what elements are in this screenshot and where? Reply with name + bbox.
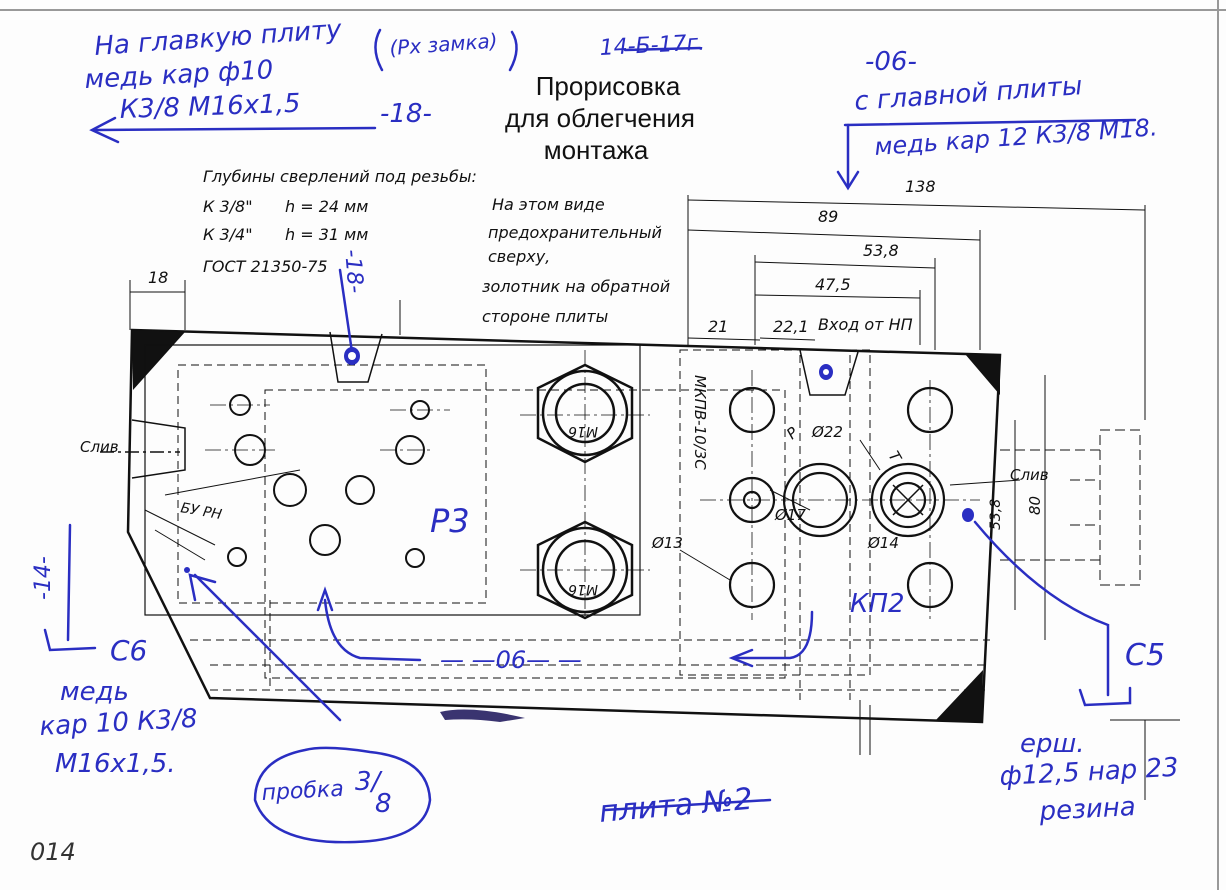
note-bottom-k38: кар 10 К3/8	[39, 704, 198, 742]
drill-depth-notes: Глубины сверлений под резьбы: К 3/8" h =…	[203, 167, 477, 276]
view-note-2: предохранительный	[488, 223, 662, 242]
plug-top-label: М16	[568, 423, 598, 439]
top-ports	[329, 331, 859, 396]
dimension-texts: 138 89 53,8 47,5 21 22,1 Вход от НП 18 Ø…	[80, 177, 1049, 552]
p-label: Р	[783, 423, 802, 443]
title-line-1: Прорисовка	[536, 71, 681, 101]
hidden-lines-left	[177, 349, 990, 700]
dim-18: 18	[148, 268, 168, 287]
code-14: -14-	[31, 556, 56, 600]
corner-number: 014	[30, 838, 76, 866]
title-line-3: монтажа	[544, 135, 649, 165]
title-line-2: для облегчения	[505, 103, 695, 133]
code-06-bottom: — —06— —	[440, 646, 582, 674]
port-marks	[184, 347, 974, 573]
plate-outline	[126, 328, 1002, 724]
dim-phi14: Ø14	[867, 534, 899, 552]
scan-smudge	[440, 709, 525, 722]
code-18-vertical: -18-	[339, 248, 368, 294]
port-c5: C5	[1125, 638, 1165, 673]
note-pilot-lock: (Pх замка)	[389, 28, 499, 59]
dim-22-1: 22,1	[773, 317, 809, 336]
date-label: 14-Б-17г.	[599, 31, 706, 61]
bu-ph-label: БУ РН	[179, 500, 223, 523]
view-note-4: золотник на обратной	[482, 277, 670, 296]
inlet-label: Вход от НП	[818, 315, 913, 334]
dimension-lines	[129, 195, 1180, 800]
note-bottom-m16: М16х1,5.	[55, 749, 176, 779]
dim-phi17: Ø17	[774, 506, 806, 524]
right-external	[1000, 429, 1141, 586]
code-06-top: -06-	[865, 47, 917, 77]
center-lines	[205, 350, 980, 620]
plug-bottom-label: М16	[568, 581, 598, 597]
note-copper-bottom: медь	[60, 677, 129, 707]
note-from-main-plate: с главной плиты	[853, 71, 1083, 117]
sliv-left: Слив	[80, 438, 119, 456]
dim-80: 80	[1026, 496, 1044, 515]
drain-port-left	[100, 419, 186, 479]
dim-47-5: 47,5	[815, 275, 851, 294]
dim-phi13: Ø13	[651, 534, 683, 552]
dim-89: 89	[818, 207, 838, 226]
note-brush: ерш.	[1020, 729, 1085, 759]
dim-53-8: 53,8	[863, 241, 899, 260]
note-rubber: резина	[1038, 792, 1137, 827]
right-holes	[728, 386, 954, 609]
hex-plug-bottom	[536, 520, 634, 620]
port-kp2: КП2	[850, 589, 905, 619]
handwritten-arrows	[43, 28, 1137, 844]
depth-row1-depth: h = 24 мм	[285, 197, 368, 216]
left-holes	[227, 394, 430, 568]
valve-label: МКПВ-10/3С	[691, 375, 709, 470]
plug-text: пробка	[261, 777, 344, 806]
view-note-1: На этом виде	[492, 195, 605, 214]
depth-row2-thread: К 3/4"	[203, 225, 253, 244]
view-note-5: стороне плиты	[482, 307, 608, 326]
dim-53-8-vertical: 53,8	[988, 499, 1004, 530]
dim-138: 138	[905, 177, 936, 196]
plug-size-a: 3/	[355, 767, 384, 797]
plug-size-b: 8	[375, 789, 392, 819]
port-c6: C6	[110, 634, 147, 667]
dim-phi22: Ø22	[811, 423, 843, 441]
sliv-right: Слив	[1010, 466, 1049, 484]
note-thread-k38: К3/8 М16х1,5	[119, 89, 301, 125]
note-copper-10: медь кар ф10	[84, 55, 274, 95]
code-18: -18-	[380, 99, 432, 129]
title-block: Прорисовка для облегчения монтажа	[505, 71, 695, 165]
hex-plug-top	[536, 363, 634, 464]
view-note-3: сверху,	[488, 247, 550, 266]
depth-title: Глубины сверлений под резьбы:	[203, 167, 477, 186]
gost-label: ГОСТ 21350-75	[203, 257, 328, 276]
depth-row2-depth: h = 31 мм	[285, 225, 368, 244]
note-to-main-plate: На главкую плиту	[93, 15, 343, 62]
inner-frame	[144, 344, 641, 616]
port-p3: Р3	[430, 502, 470, 540]
depth-row1-thread: К 3/8"	[203, 197, 253, 216]
dim-21: 21	[708, 317, 728, 336]
view-notes: На этом виде предохранительный сверху, з…	[482, 195, 670, 326]
